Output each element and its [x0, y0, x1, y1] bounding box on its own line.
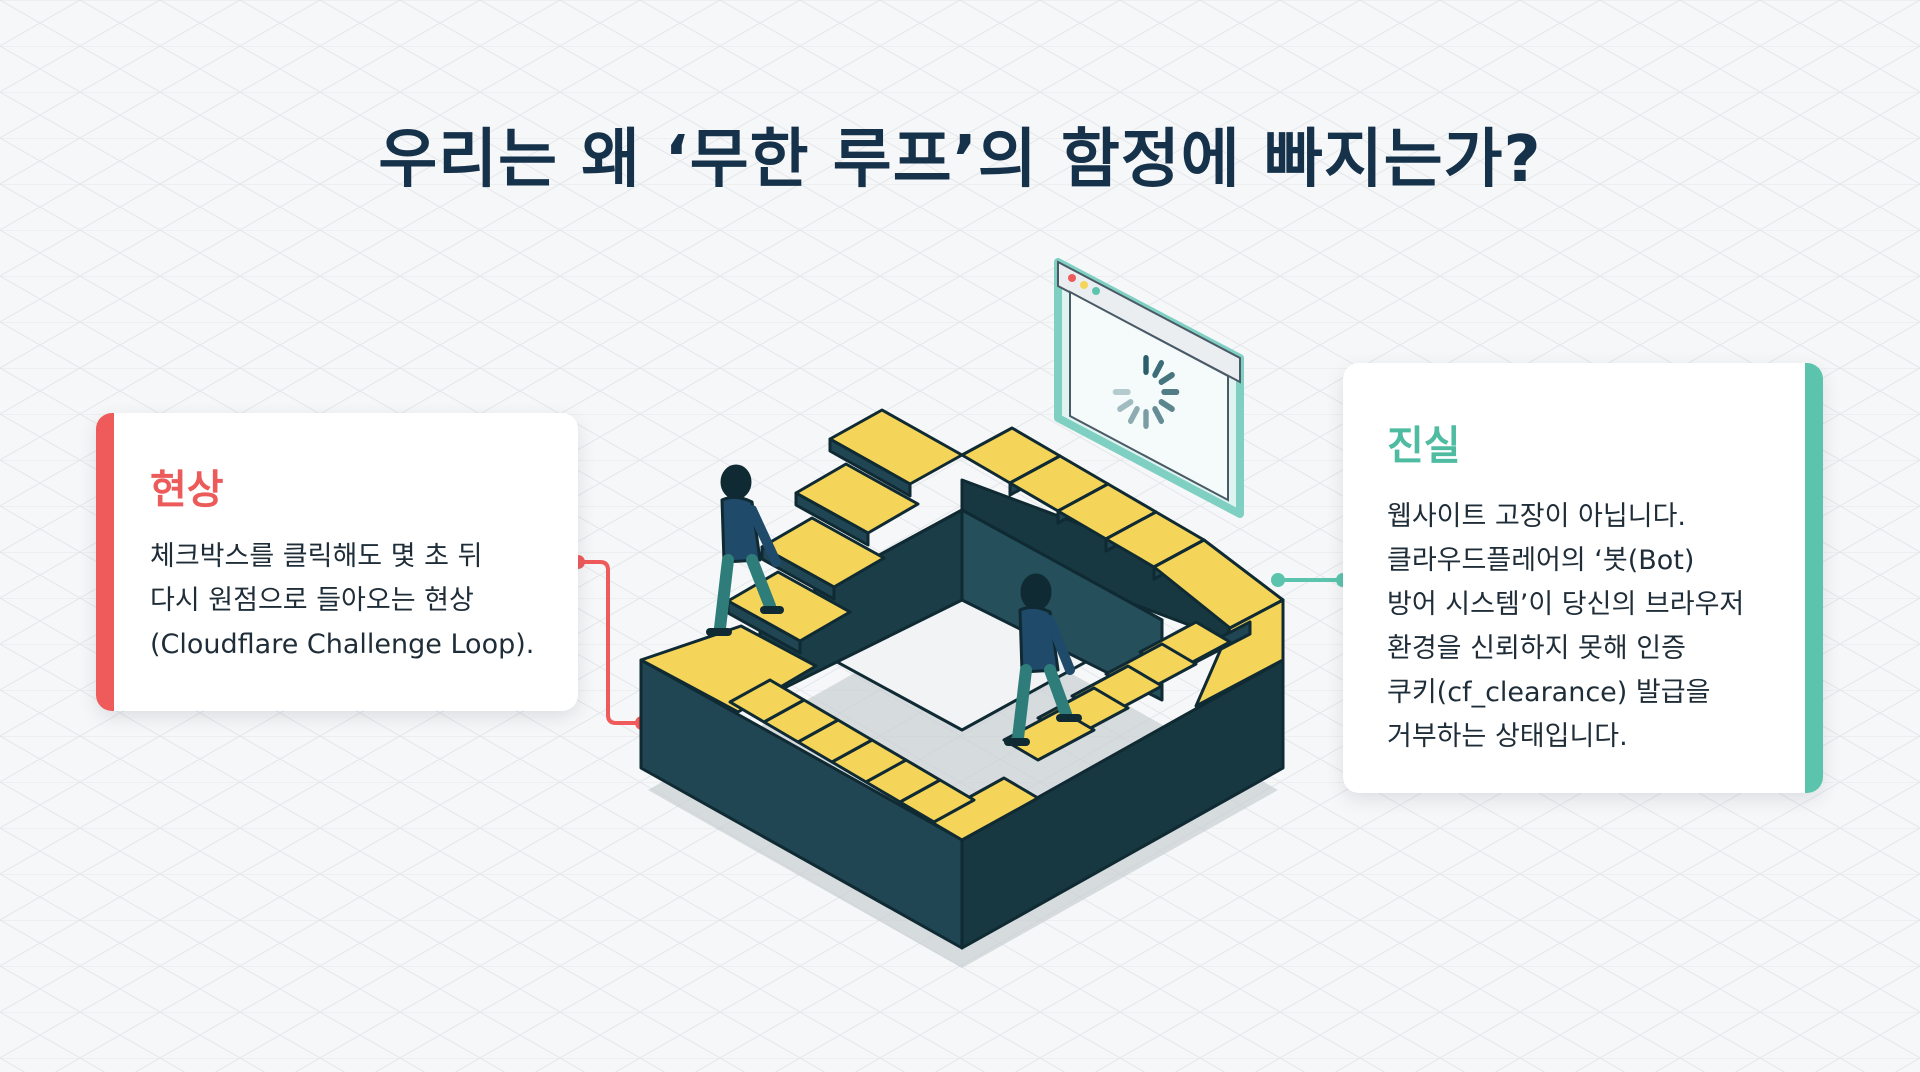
phenomenon-heading: 현상: [150, 467, 224, 513]
truth-card: 진실 웹사이트 고장이 아닙니다. 클라우드플레어의 ‘봇(Bot) 방어 시스…: [1343, 363, 1823, 793]
phenomenon-accent-bar: [96, 413, 114, 711]
truth-line: 방어 시스템’이 당신의 브라우저: [1387, 589, 1745, 620]
truth-line: 거부하는 상태입니다.: [1387, 721, 1628, 752]
phenomenon-line: 체크박스를 클릭해도 몇 초 뒤: [150, 541, 483, 572]
loading-spinner-icon: [1112, 355, 1180, 429]
phenomenon-description: 체크박스를 클릭해도 몇 초 뒤 다시 원점으로 들아오는 현상 (Cloudf…: [150, 535, 546, 667]
stairs-front-arm: [728, 678, 1040, 842]
truth-line: 웹사이트 고장이 아닙니다.: [1387, 501, 1686, 532]
left-connector: [571, 555, 649, 730]
phenomenon-line: 다시 원점으로 들아오는 현상: [150, 585, 474, 616]
stairs-back-arm: [960, 426, 1285, 630]
person-climbing-left: [706, 464, 784, 636]
right-connector-dot: [1271, 573, 1285, 587]
right-connector: [1271, 573, 1350, 587]
truth-line: 환경을 신뢰하지 못해 인증: [1387, 633, 1686, 664]
penrose-structure: [639, 408, 1285, 950]
phenomenon-card: 현상 체크박스를 클릭해도 몇 초 뒤 다시 원점으로 들아오는 현상 (Clo…: [96, 413, 578, 711]
page-title: 우리는 왜 ‘무한 루프’의 함정에 빠지는가?: [378, 123, 1542, 197]
truth-heading: 진실: [1387, 423, 1461, 469]
browser-window-icon: [1054, 258, 1244, 518]
truth-accent-bar: [1805, 363, 1823, 793]
stairs-right-arm: [1002, 598, 1285, 762]
truth-line: 클라우드플레어의 ‘봇(Bot): [1387, 545, 1695, 576]
person-climbing-right: [1004, 573, 1082, 746]
truth-line: 쿠키(cf_clearance) 발급을: [1387, 677, 1711, 708]
phenomenon-line: (Cloudflare Challenge Loop).: [150, 629, 535, 660]
truth-description: 웹사이트 고장이 아닙니다. 클라우드플레어의 ‘봇(Bot) 방어 시스템’이…: [1387, 495, 1783, 759]
